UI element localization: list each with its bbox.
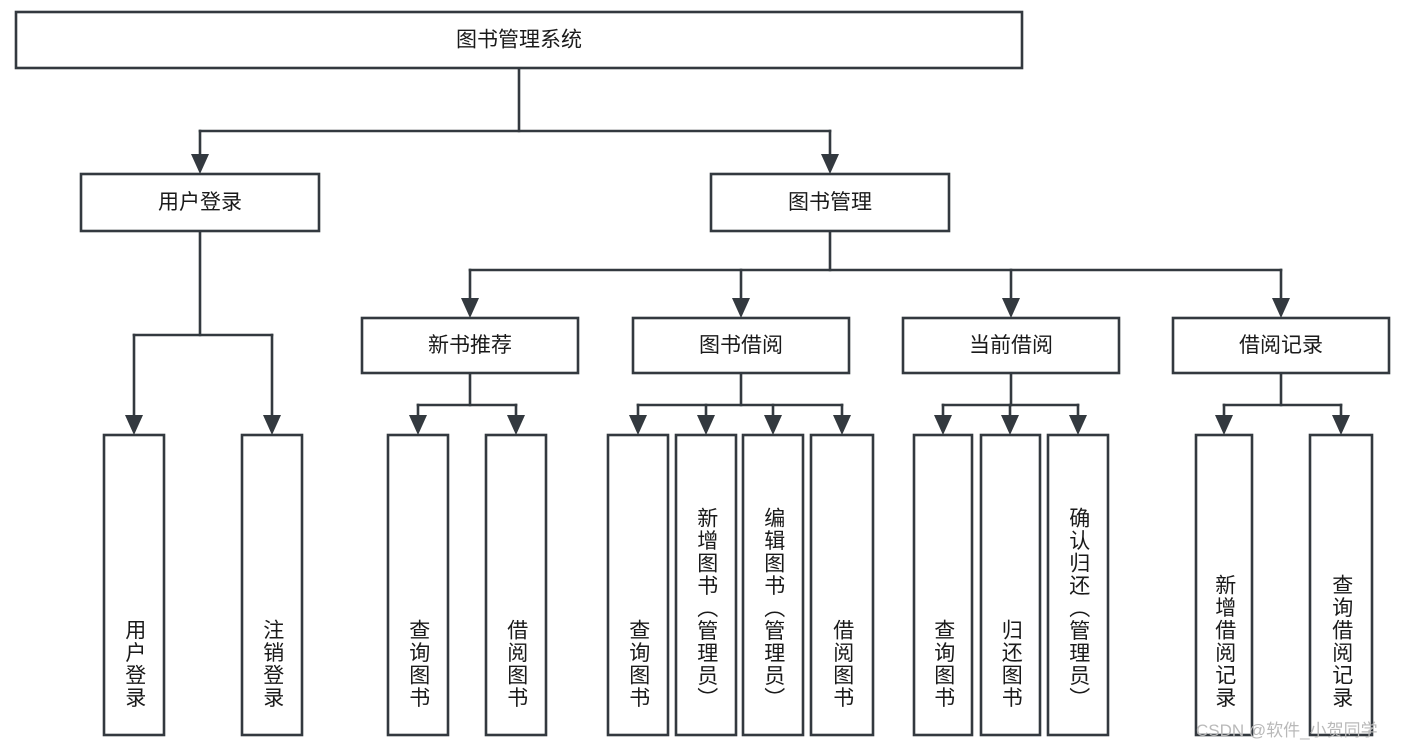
node-level2-2[interactable] (901, 316, 1121, 375)
node-leaf-4[interactable] (606, 433, 670, 737)
edge-user-login-to-leaves-to-child-0-arrowhead (125, 415, 143, 435)
edge-book-management-to-level2-to-child-2-arrowhead (1002, 298, 1020, 318)
node-level2-3[interactable] (1171, 316, 1391, 375)
node-leaf-0[interactable] (102, 433, 166, 737)
node-level2-0-label: 新书推荐 (428, 334, 512, 357)
edge-level2-0-to-leaves-to-child-0-arrowhead (409, 415, 427, 435)
node-leaf-2[interactable] (386, 433, 450, 737)
edge-level2-2-to-leaves-to-child-1-arrowhead (1001, 415, 1019, 435)
node-leaf-3[interactable] (484, 433, 548, 737)
edge-user-login-to-leaves-to-child-1-arrowhead (263, 415, 281, 435)
edge-level2-1-to-leaves-to-child-2-arrowhead (764, 415, 782, 435)
edge-level2-2-to-leaves-to-child-2-arrowhead (1069, 415, 1087, 435)
edge-level2-3-to-leaves-to-child-0-arrowhead (1215, 415, 1233, 435)
node-root-system[interactable] (14, 10, 1024, 70)
node-root-system-label: 图书管理系统 (456, 29, 582, 52)
node-level2-2-label: 当前借阅 (969, 334, 1053, 357)
edge-book-management-to-level2-to-child-1-arrowhead (732, 298, 750, 318)
node-leaf-12[interactable] (1308, 433, 1374, 737)
node-leaf-10[interactable] (1046, 433, 1110, 737)
edge-root-to-level1-to-child-1-arrowhead (821, 154, 839, 174)
node-level1-0[interactable] (79, 172, 321, 233)
node-leaf-7[interactable] (809, 433, 875, 737)
edge-level2-3-to-leaves-to-child-1-arrowhead (1332, 415, 1350, 435)
node-leaf-6[interactable] (741, 433, 805, 737)
node-box-layer (14, 10, 1391, 737)
csdn-watermark: CSDN @软件_小贺同学 (1196, 721, 1378, 740)
node-level1-1-label: 图书管理 (788, 191, 872, 214)
edge-level2-0-to-leaves-to-child-1-arrowhead (507, 415, 525, 435)
node-leaf-1[interactable] (240, 433, 304, 737)
node-leaf-8[interactable] (912, 433, 974, 737)
edge-book-management-to-level2-to-child-0-arrowhead (461, 298, 479, 318)
node-level2-0[interactable] (360, 316, 580, 375)
edge-level2-2-to-leaves-to-child-0-arrowhead (934, 415, 952, 435)
node-level1-0-label: 用户登录 (158, 191, 242, 214)
node-level2-3-label: 借阅记录 (1239, 334, 1323, 357)
edge-level2-1-to-leaves-to-child-1-arrowhead (697, 415, 715, 435)
edge-book-management-to-level2-to-child-3-arrowhead (1272, 298, 1290, 318)
node-leaf-9[interactable] (979, 433, 1042, 737)
edge-level2-1-to-leaves-to-child-0-arrowhead (629, 415, 647, 435)
node-level2-1-label: 图书借阅 (699, 334, 783, 357)
node-level1-1[interactable] (709, 172, 951, 233)
node-leaf-5[interactable] (674, 433, 738, 737)
node-level2-1[interactable] (631, 316, 851, 375)
edge-root-to-level1-to-child-0-arrowhead (191, 154, 209, 174)
connector-layer (125, 66, 1350, 435)
node-leaf-11[interactable] (1194, 433, 1254, 737)
edge-level2-1-to-leaves-to-child-3-arrowhead (833, 415, 851, 435)
